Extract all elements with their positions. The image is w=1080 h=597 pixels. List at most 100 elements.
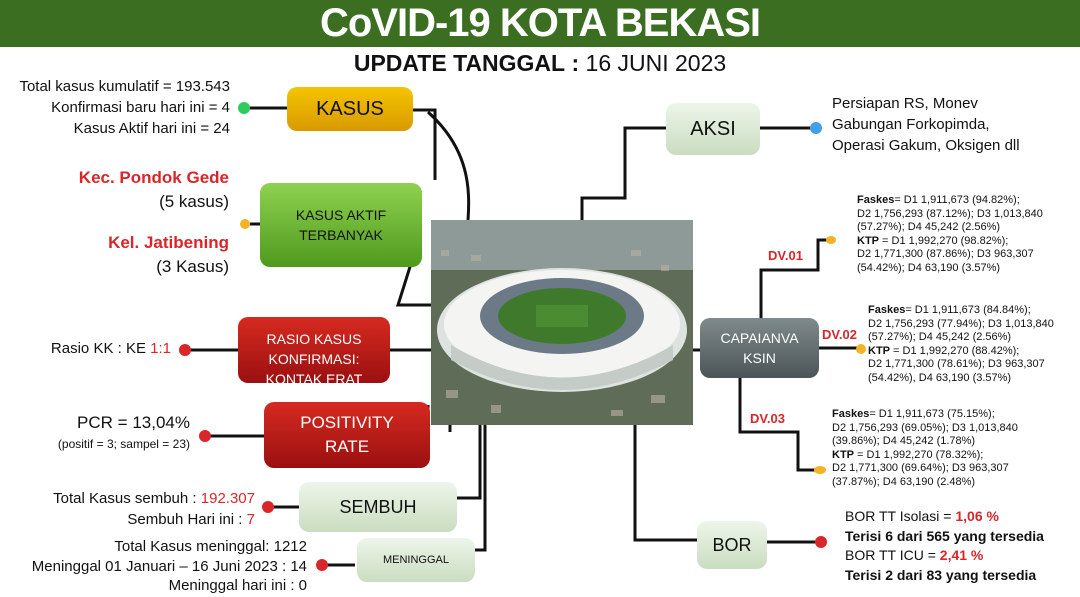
meninggal-dot: [316, 559, 328, 571]
sembuh-today-value: 7: [246, 511, 255, 528]
dv02-faskes: Faskes= D1 1,911,673 (84.84%);: [868, 304, 1054, 318]
pcr-text: PCR = 13,04%: [77, 413, 190, 433]
dv02-faskes-text: = D1 1,911,673 (84.84%);: [905, 304, 1031, 316]
dv03-dot: [814, 466, 826, 474]
meninggal-total: Total Kasus meninggal: 1212: [114, 538, 307, 555]
dv03-faskes: Faskes= D1 1,911,673 (75.15%);: [832, 408, 1018, 422]
meninggal-period: Meninggal 01 Januari – 16 Juni 2023 : 14: [31, 557, 307, 575]
rasio-dot: [179, 344, 191, 356]
rasio-label-3: KONTAK ERAT: [265, 371, 363, 383]
dv02-ktp: KTP = D1 1,992,270 (88.42%);: [868, 345, 1054, 359]
aksi-node[interactable]: AKSI: [666, 103, 760, 155]
positivity-label-2: RATE: [324, 437, 370, 456]
sembuh-dot: [262, 501, 274, 513]
dv03-faskes-text: = D1 1,911,673 (75.15%);: [869, 408, 995, 420]
dv02-line-b1: D2 1,771,300 (78.61%); D3 963,307: [868, 358, 1045, 370]
aksi-details: Persiapan RS, Monev Gabungan Forkopimda,…: [832, 93, 1020, 156]
dv03-line-b2: (37.87%); D4 63,190 (2.48%): [832, 475, 976, 488]
dv01-ktp-text: = D1 1,992,270 (98.82%);: [879, 234, 1009, 247]
dv03-tag: DV.03: [750, 411, 785, 426]
bor-icu: BOR TT ICU = 2,41 %: [845, 546, 1044, 566]
pcr-label: PCR =: [77, 413, 128, 432]
bor-node-label: BOR: [712, 534, 752, 555]
dv01-tag: DV.01: [768, 248, 803, 263]
sembuh-details: Total Kasus sembuh : 192.307 Sembuh Hari…: [53, 488, 255, 530]
aksi-line-2: Gabungan Forkopimda,: [832, 116, 990, 133]
dv03-details: Faskes= D1 1,911,673 (75.15%); D2 1,756,…: [832, 408, 1018, 489]
kasus-konfirmasi: Konfirmasi baru hari ini = 4: [51, 99, 230, 116]
dv02-line-a2: (57.27%); D4 45,242 (2.56%): [868, 331, 1012, 343]
dv01-line-b1: D2 1,771,300 (87.86%); D3 963,307: [857, 248, 1034, 260]
dv03-faskes-label: Faskes: [832, 408, 870, 420]
dv03-ktp-label: KTP: [832, 448, 854, 461]
bor-isolasi-value: 1,06 %: [955, 508, 999, 524]
dv02-ktp-label: KTP: [868, 344, 890, 357]
dv01-line-b2: (54.42%); D4 63,190 (3.57%): [857, 261, 1001, 274]
dv02-details: Faskes= D1 1,911,673 (84.84%); D2 1,756,…: [868, 304, 1054, 385]
rasio-prefix: Rasio KK : KE: [50, 340, 146, 357]
kasus-dot: [238, 102, 250, 114]
kel-count: (3 Kasus): [156, 257, 229, 276]
pcr-detail: (positif = 3; sampel = 23): [57, 437, 190, 451]
positivity-node[interactable]: POSITIVITY RATE: [264, 402, 430, 468]
dv02-line-b2: (54.42%), D4 63,190 (3.57%): [868, 371, 1012, 384]
rasio-label-2: KONFIRMASI:: [268, 351, 360, 367]
connector-kasus: [244, 106, 471, 221]
kasus-total: Total kasus kumulatif = 193.543: [19, 78, 230, 95]
kasus-aktif-details: Kec. Pondok Gede (5 kasus) Kel. Jatibeni…: [79, 166, 229, 279]
kasus-node[interactable]: KASUS: [287, 87, 413, 131]
kasus-aktif-label-1: KASUS AKTIF: [295, 207, 387, 223]
sembuh-total: Total Kasus sembuh : 192.307: [53, 488, 255, 509]
dv02-dot: [856, 344, 866, 354]
rasio-label-1: RASIO KASUS: [266, 331, 362, 347]
update-separator: :: [571, 50, 580, 76]
dv01-line-a2: (57.27%); D4 45,242 (2.56%): [857, 221, 1001, 233]
bor-dot: [815, 536, 827, 548]
dv01-line-a1: D2 1,756,293 (87.12%); D3 1,013,840: [857, 207, 1043, 220]
page-title: CoVID-19 KOTA BEKASI: [319, 1, 761, 45]
sembuh-today: Sembuh Hari ini : 7: [53, 509, 255, 530]
aksi-node-label: AKSI: [690, 117, 736, 140]
capaian-label-1: CAPAIANVA: [720, 330, 799, 346]
pcr-value: 13,04%: [132, 413, 190, 432]
stadium-photo: [431, 220, 693, 425]
kec-name: Kec. Pondok Gede: [78, 168, 229, 187]
rasio-node[interactable]: RASIO KASUS KONFIRMASI: KONTAK ERAT: [238, 317, 390, 383]
connector-aksi: [580, 126, 815, 220]
connector-capaian: [693, 238, 860, 472]
kel-name: Kel. Jatibening: [108, 233, 229, 252]
dv03-line-a1: D2 1,756,293 (69.05%); D3 1,013,840: [832, 421, 1018, 434]
dv01-details: Faskes= D1 1,911,673 (94.82%); D2 1,756,…: [857, 194, 1043, 275]
aksi-dot: [810, 122, 822, 134]
kasus-aktif-node[interactable]: KASUS AKTIF TERBANYAK: [260, 183, 422, 267]
sembuh-total-value: 192.307: [200, 490, 255, 507]
dv02-faskes-label: Faskes: [868, 304, 906, 316]
bor-isolasi-detail: Terisi 6 dari 565 yang tersedia: [845, 527, 1044, 544]
bor-details: BOR TT Isolasi = 1,06 % Terisi 6 dari 56…: [845, 507, 1044, 585]
dv01-faskes: Faskes= D1 1,911,673 (94.82%);: [857, 194, 1043, 208]
dv02-tag: DV.02: [822, 327, 857, 342]
dv03-ktp-text: = D1 1,992,270 (78.32%);: [854, 448, 984, 461]
dv03-ktp: KTP = D1 1,992,270 (78.32%);: [832, 449, 1018, 463]
kasus-aktif-label-2: TERBANYAK: [299, 227, 383, 243]
positivity-label-1: POSITIVITY: [300, 413, 394, 432]
bor-isolasi: BOR TT Isolasi = 1,06 %: [845, 507, 1044, 527]
kec-count: (5 kasus): [159, 192, 229, 211]
sembuh-total-label: Total Kasus sembuh :: [53, 490, 197, 507]
meninggal-node[interactable]: MENINGGAL: [357, 538, 475, 582]
dv01-ktp-label: KTP: [857, 234, 879, 247]
kasus-aktif-dot: [240, 219, 250, 229]
bor-node[interactable]: BOR: [697, 521, 767, 569]
dv01-ktp: KTP = D1 1,992,270 (98.82%);: [857, 235, 1043, 249]
sembuh-node[interactable]: SEMBUH: [299, 482, 457, 532]
bor-isolasi-label: BOR TT Isolasi =: [845, 508, 952, 524]
dv02-ktp-text: = D1 1,992,270 (88.42%);: [890, 344, 1020, 357]
meninggal-details: Total Kasus meninggal: 1212 Meninggal 01…: [32, 537, 307, 596]
dv01-dot: [826, 236, 836, 244]
kasus-details: Total kasus kumulatif = 193.543 Konfirma…: [19, 76, 230, 139]
capaian-vaksin-node[interactable]: CAPAIANVA KSIN: [700, 318, 819, 378]
aksi-line-1: Persiapan RS, Monev: [832, 95, 978, 112]
aksi-line-3: Operasi Gakum, Oksigen dll: [832, 137, 1020, 154]
meninggal-today: Meninggal hari ini : 0: [168, 577, 307, 594]
kasus-aktif-today: Kasus Aktif hari ini = 24: [73, 120, 230, 137]
